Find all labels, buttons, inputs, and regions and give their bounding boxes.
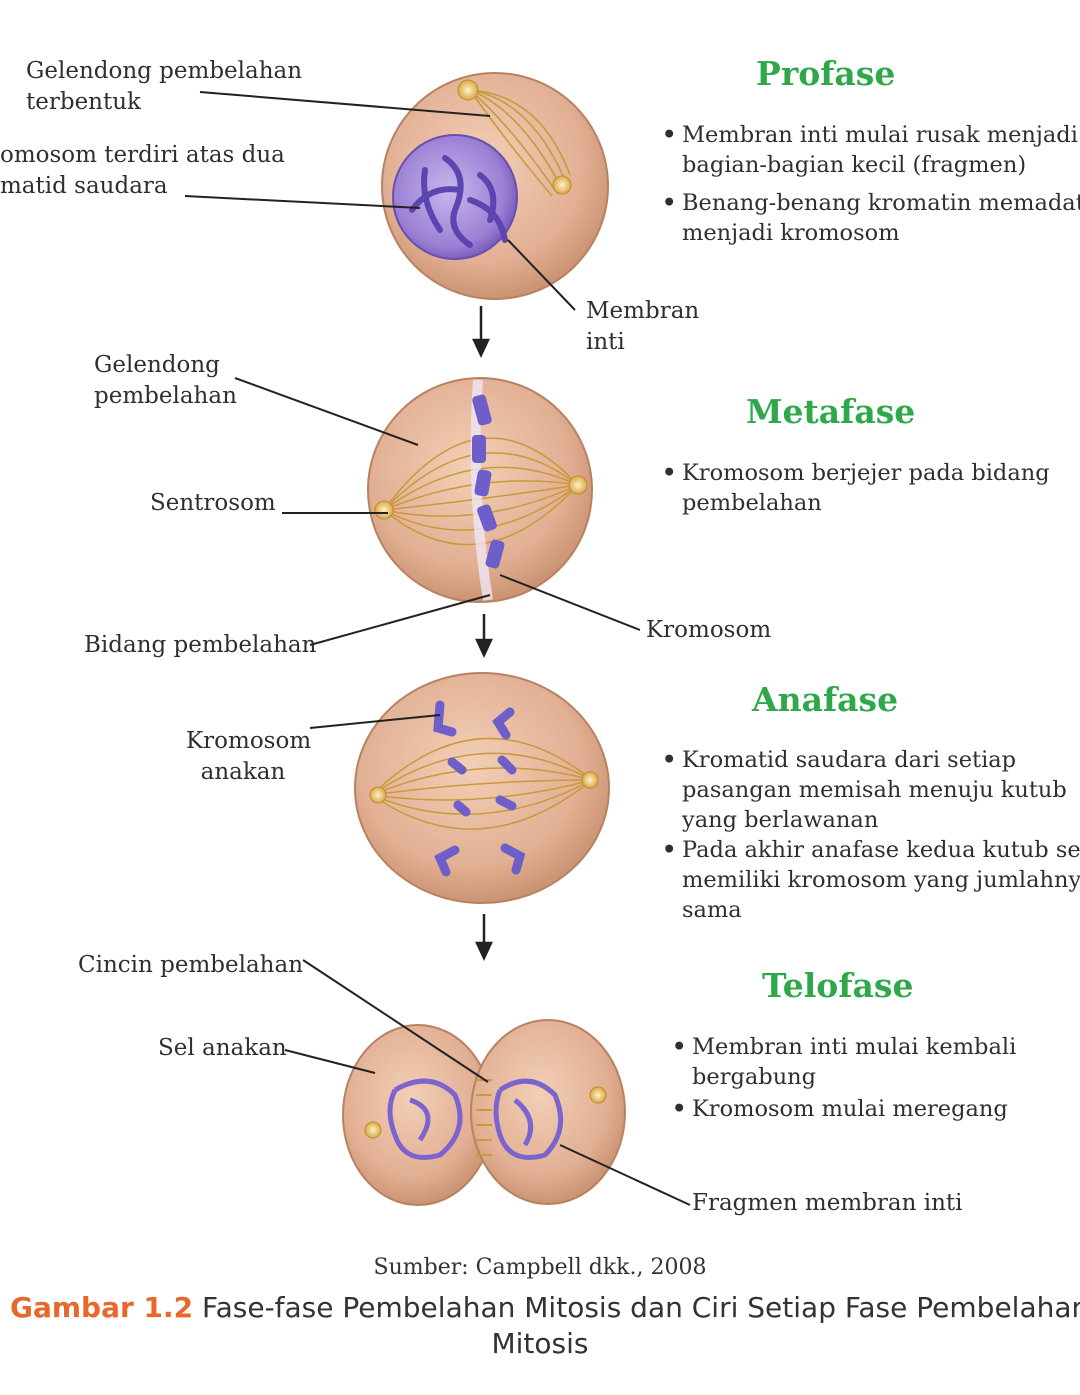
label-spindle-formed: Gelendong pembelahan terbentuk <box>26 58 303 115</box>
label-spindle: Gelendong pembelahan <box>94 352 237 409</box>
centrosome-icon <box>374 500 394 520</box>
anaphase-bullets: Kromatid saudara dari setiap pasangan me… <box>660 745 1080 933</box>
centrosome-icon <box>364 1121 382 1139</box>
anaphase-spindle <box>371 737 593 830</box>
telophase-chromatin <box>387 1078 564 1160</box>
figure-source: Sumber: Campbell dkk., 2008 <box>373 1255 707 1280</box>
bullet-item: Kromosom berjejer pada bidang pembelahan <box>660 458 1050 518</box>
metaphase-bullets: Kromosom berjejer pada bidang pembelahan <box>660 458 1050 526</box>
prophase-bullets: Membran inti mulai rusak menjadi bagian-… <box>660 120 1080 256</box>
metaphase-cell <box>367 377 593 603</box>
bullet-item: Benang-benang kromatin memadat menjadi k… <box>660 188 1080 248</box>
label-chromosome: Kromosom <box>646 617 772 643</box>
prophase-chromosomes <box>409 155 508 248</box>
centrosome-icon <box>552 175 572 195</box>
label-chromosome-two-chromatids: omosom terdiri atas dua matid saudara <box>0 142 285 199</box>
label-centrosome: Sentrosom <box>150 490 276 516</box>
bullet-item: Membran inti mulai kembali bergabung <box>670 1032 1016 1092</box>
nucleus <box>392 134 518 260</box>
prophase-spindle <box>469 89 571 197</box>
label-daughter-chromosome: Kromosom anakan <box>186 728 312 785</box>
label-nuclear-membrane: Membran inti <box>586 298 700 355</box>
centrosome-icon <box>568 475 588 495</box>
label-division-plane: Bidang pembelahan <box>84 632 317 658</box>
anaphase-cell <box>354 672 610 904</box>
leader-lines <box>184 91 691 1206</box>
bullet-item: Kromatid saudara dari setiap pasangan me… <box>660 745 1080 835</box>
figure-number: Gambar 1.2 <box>10 1291 194 1324</box>
phase-title-anaphase: Anafase <box>752 680 899 719</box>
bullet-item: Kromosom mulai meregang <box>670 1094 1016 1124</box>
telophase-cell <box>342 1019 626 1206</box>
phase-title-metaphase: Metafase <box>746 392 916 431</box>
bullet-item: Pada akhir anafase kedua kutub sel memil… <box>660 835 1080 925</box>
caption-text: Fase-fase Pembelahan Mitosis dan Ciri Se… <box>193 1291 1080 1324</box>
prophase-cell <box>381 72 609 300</box>
label-daughter-cell: Sel anakan <box>158 1035 287 1061</box>
telophase-bullets: Membran inti mulai kembali bergabung Kro… <box>670 1032 1016 1132</box>
figure-caption: Gambar 1.2 Fase-fase Pembelahan Mitosis … <box>10 1290 1080 1326</box>
centrosome-icon <box>581 771 599 789</box>
centrosome-icon <box>457 79 479 101</box>
phase-arrows <box>472 306 493 961</box>
phase-title-prophase: Profase <box>756 54 896 93</box>
label-cleavage-ring: Cincin pembelahan <box>78 952 304 978</box>
metaphase-chromosomes <box>472 394 505 569</box>
bullet-item: Membran inti mulai rusak menjadi bagian-… <box>660 120 1080 180</box>
centrosome-icon <box>589 1086 607 1104</box>
label-nuclear-fragment: Fragmen membran inti <box>692 1190 963 1216</box>
daughter-chromosomes <box>433 700 526 877</box>
figure-caption-line2: Mitosis <box>491 1327 589 1360</box>
phase-title-telophase: Telofase <box>762 966 914 1005</box>
cleavage-furrow <box>476 1079 492 1156</box>
centrosome-icon <box>369 786 387 804</box>
